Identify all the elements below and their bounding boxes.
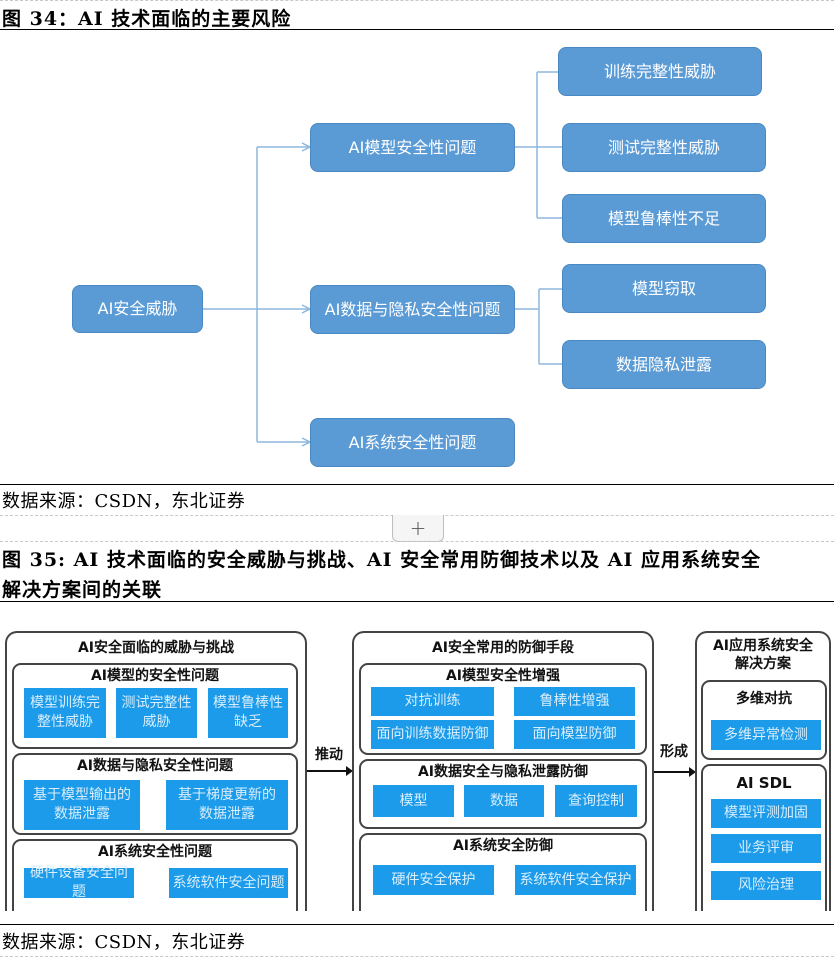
node-branch-model: AI模型安全性问题 (310, 123, 515, 172)
column-defenses-title: AI安全常用的防御手段 (431, 640, 575, 656)
group-system-defense: AI系统安全防御 硬件安全保护 系统软件安全保护 (359, 833, 647, 911)
group-model-security: AI模型的安全性问题 模型训练完 整性威胁 测试完整性 威胁 模型鲁棒性 缺乏 (12, 663, 298, 749)
cell-testing-integrity: 测试完整性 威胁 (116, 688, 197, 738)
column-defenses: AI安全常用的防御手段 AI模型安全性增强 对抗训练 鲁棒性增强 面向训练数据防… (352, 631, 654, 911)
figure-34-connectors (203, 71, 562, 447)
group-title: 多维对抗 (736, 691, 792, 707)
group-ai-sdl: AI SDL 模型评测加固 业务评审 风险治理 (701, 764, 827, 911)
cell-model: 模型 (373, 785, 454, 817)
column-solutions-title: AI应用系统安全 解决方案 (712, 638, 814, 672)
node-data-privacy-leak: 数据隐私泄露 (562, 340, 766, 389)
column-solutions: AI应用系统安全 解决方案 多维对抗 多维异常检测 AI SDL 模型评测加固 … (695, 631, 831, 911)
section-divider-bottom (0, 541, 834, 542)
cell-model-defense: 面向模型防御 (514, 720, 635, 749)
group-title: AI模型安全性增强 (445, 668, 561, 684)
column-threats: AI安全面临的威胁与挑战 AI模型的安全性问题 模型训练完 整性威胁 测试完整性… (5, 631, 307, 911)
figure-34-source: 数据来源：CSDN，东北证券 (2, 491, 246, 512)
cell-model-output-leak: 基于模型输出的 数据泄露 (24, 780, 140, 830)
page-top-dashed-border (0, 0, 834, 1)
cell-multidimensional-anomaly-detection: 多维异常检测 (711, 720, 821, 750)
figure-35-source: 数据来源：CSDN，东北证券 (2, 932, 246, 953)
cell-gradient-update-leak: 基于梯度更新的 数据泄露 (166, 780, 288, 830)
cell-hardware-security: 硬件设备安全问题 (24, 865, 134, 900)
node-training-integrity: 训练完整性威胁 (558, 47, 762, 96)
figure-35-top-rule (0, 601, 834, 602)
cell-system-software-security: 系统软件安全问题 (169, 868, 288, 898)
arrow-label-drive: 推动 (315, 747, 343, 763)
group-data-privacy: AI数据与隐私安全性问题 基于模型输出的 数据泄露 基于梯度更新的 数据泄露 (12, 753, 298, 835)
cell-data: 数据 (464, 785, 544, 817)
cell-training-data-defense: 面向训练数据防御 (371, 720, 494, 749)
figure-35-title-line-2: 解决方案间的关联 (2, 579, 163, 601)
cell-business-review: 业务评审 (711, 834, 821, 863)
cell-risk-governance: 风险治理 (711, 871, 821, 900)
group-title: AI系统安全性问题 (97, 844, 213, 860)
arrow-label-form: 形成 (660, 744, 688, 760)
cell-model-robustness-lack: 模型鲁棒性 缺乏 (208, 688, 288, 738)
figure-34-bottom-rule (0, 484, 834, 485)
node-testing-integrity: 测试完整性威胁 (562, 123, 766, 172)
group-model-enhancement: AI模型安全性增强 对抗训练 鲁棒性增强 面向训练数据防御 面向模型防御 (359, 663, 647, 755)
figure-34-title: 图 34：AI 技术面临的主要风险 (2, 8, 292, 30)
arrow-form (654, 767, 696, 777)
node-branch-system: AI系统安全性问题 (310, 418, 515, 467)
group-system-security: AI系统安全性问题 硬件设备安全问题 系统软件安全问题 (12, 839, 298, 911)
group-title: AI数据安全与隐私泄露防御 (417, 764, 589, 780)
cell-hardware-protection: 硬件安全保护 (373, 865, 494, 895)
group-title: AI系统安全防御 (452, 838, 554, 854)
cell-query-control: 查询控制 (555, 785, 637, 817)
group-title: AI数据与隐私安全性问题 (76, 758, 234, 774)
cell-model-evaluation-hardening: 模型评测加固 (711, 799, 821, 828)
figure-34-top-rule (0, 29, 834, 30)
figure-35-bottom-rule (0, 924, 834, 925)
node-model-theft: 模型窃取 (562, 264, 766, 313)
cell-robustness-enhancement: 鲁棒性增强 (514, 687, 635, 716)
node-model-robustness: 模型鲁棒性不足 (562, 194, 766, 243)
add-section-button[interactable]: + (392, 515, 444, 542)
node-branch-data-privacy: AI数据与隐私安全性问题 (310, 285, 515, 334)
cell-system-software-protection: 系统软件安全保护 (515, 865, 636, 895)
cell-model-training-integrity: 模型训练完 整性威胁 (24, 688, 106, 738)
node-root: AI安全威胁 (72, 285, 203, 333)
arrow-drive (307, 766, 353, 776)
cell-adversarial-training: 对抗训练 (371, 687, 494, 716)
group-multidimensional-adversarial: 多维对抗 多维异常检测 (701, 680, 827, 760)
column-threats-title: AI安全面临的威胁与挑战 (77, 640, 235, 656)
group-data-privacy-defense: AI数据安全与隐私泄露防御 模型 数据 查询控制 (359, 759, 647, 829)
group-title: AI SDL (736, 774, 792, 792)
figure-35-title-line-1: 图 35: AI 技术面临的安全威胁与挑战、AI 安全常用防御技术以及 AI 应… (2, 549, 762, 571)
group-title: AI模型的安全性问题 (90, 668, 220, 684)
